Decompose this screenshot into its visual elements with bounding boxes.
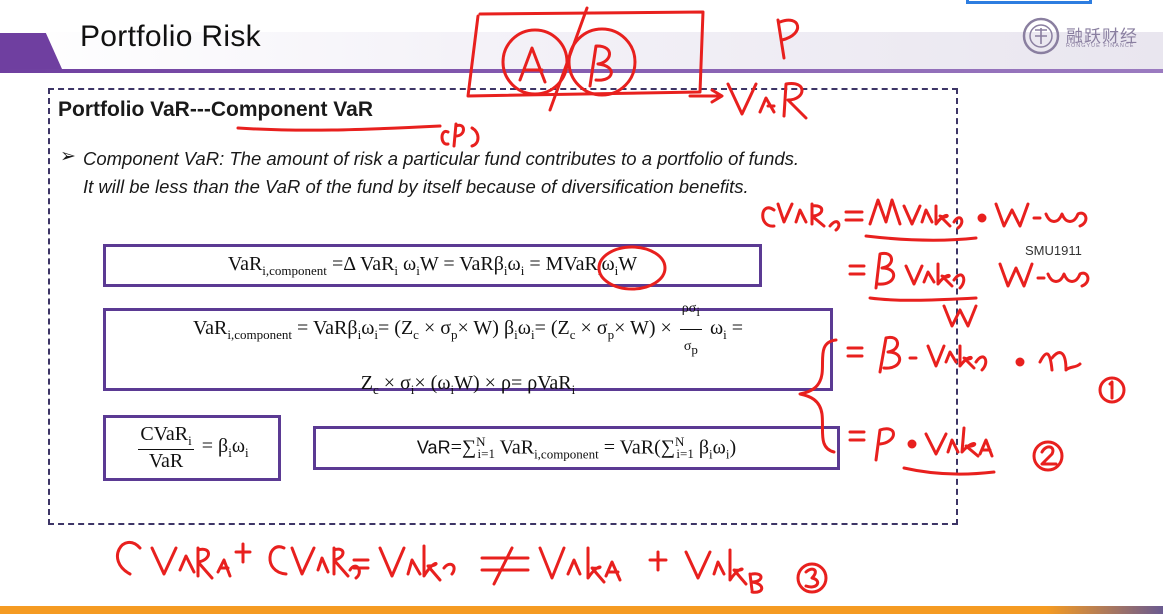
annotation-circle-mvar xyxy=(597,245,667,291)
annotation-arrow xyxy=(688,88,724,104)
annotation-number-1-circle xyxy=(1098,376,1126,404)
formula-var-sum: VaR=∑Ni=1 VaRi,component = VaR(∑Ni=1 βiω… xyxy=(313,426,840,470)
logo-emblem-icon xyxy=(1022,17,1060,55)
header-bar: Portfolio Risk 融跃财经 RONGYUE FINANCE xyxy=(0,0,1163,73)
watermark: SMU1911 xyxy=(1025,243,1082,258)
annotation-rho-2 xyxy=(874,427,895,462)
formula-text-4: VaR=∑Ni=1 VaRi,component = VaR(∑Ni=1 βiω… xyxy=(416,433,737,462)
annotation-cvar-b xyxy=(268,545,361,580)
bottom-separator xyxy=(0,604,1163,606)
annotation-underline-mvar xyxy=(864,234,978,242)
annotation-dot-3 xyxy=(907,439,917,449)
annotation-not-equal xyxy=(480,546,530,586)
formula-text-2b: Zc × σi× (ωiW) × ρ= ρVaRi xyxy=(360,372,576,398)
annotation-w-wa xyxy=(994,202,1088,228)
annotation-number-3-circle xyxy=(796,562,828,594)
formula-text-1: VaRi,component =Δ VaRi ωiW = VaRβiωi = M… xyxy=(227,252,638,278)
annotation-var xyxy=(726,82,808,120)
formula-component-var: VaRi,component =Δ VaRi ωiW = VaRβiωi = M… xyxy=(103,244,762,287)
annotation-var-a-3 xyxy=(538,546,622,584)
annotation-brace xyxy=(798,338,838,454)
annotation-number-2 xyxy=(1040,445,1058,466)
annotation-var-a-2 xyxy=(924,426,994,458)
annotation-equals-5 xyxy=(352,558,370,570)
annotation-var-b xyxy=(684,548,764,594)
annotation-omega-a xyxy=(1038,351,1082,372)
annotation-equals-3 xyxy=(846,346,864,358)
annotation-circle-b xyxy=(567,27,637,97)
content-frame xyxy=(48,88,958,525)
section-title: Portfolio VaR---Component VaR xyxy=(58,98,373,121)
annotation-w-denominator xyxy=(942,304,978,328)
brand-logo: 融跃财经 RONGYUE FINANCE xyxy=(1020,16,1155,56)
annotation-w-wa-2 xyxy=(998,262,1090,288)
annotation-dot-2 xyxy=(1015,357,1025,367)
annotation-fraction-line xyxy=(868,296,978,302)
header-divider xyxy=(0,69,1163,73)
logo-subtitle: RONGYUE FINANCE xyxy=(1066,43,1135,49)
description: Component VaR: The amount of risk a part… xyxy=(83,145,953,201)
annotation-number-2-circle xyxy=(1032,440,1064,472)
annotation-circle-a xyxy=(501,28,569,96)
annotation-plus-2 xyxy=(648,550,668,572)
annotation-cvar-a xyxy=(116,540,232,580)
formula-component-var-expanded: VaRi,component = VaRβiωi= (Zc × σp× W) β… xyxy=(103,301,833,397)
annotation-letter-a xyxy=(518,46,547,84)
annotation-number-1 xyxy=(1108,380,1114,400)
header-band xyxy=(0,32,1163,70)
selection-marker xyxy=(966,0,1092,4)
annotation-beta-varp xyxy=(874,251,966,290)
formula-text-2a: VaRi,component = VaRβiωi= (Zc × σp× W) β… xyxy=(193,292,743,367)
description-line-1: Component VaR: The amount of risk a part… xyxy=(83,148,800,169)
page-title: Portfolio Risk xyxy=(80,20,261,53)
bullet-arrow-icon: ➢ xyxy=(60,146,76,167)
annotation-equals-2 xyxy=(848,264,866,276)
annotation-box xyxy=(466,10,705,98)
annotation-plus xyxy=(234,542,252,564)
annotation-underline-title xyxy=(236,124,442,132)
annotation-beta-varp-2 xyxy=(878,335,988,374)
annotation-underline-2 xyxy=(902,466,996,476)
annotation-paren-p xyxy=(440,122,480,148)
annotation-mvar-a xyxy=(868,198,964,230)
annotation-letter-b xyxy=(588,44,613,88)
annotation-equals-4 xyxy=(848,430,866,442)
bottom-bar xyxy=(0,604,1163,614)
annotation-dot-1 xyxy=(977,213,987,223)
annotation-var-p xyxy=(378,544,456,582)
annotation-equals-1 xyxy=(844,210,864,222)
annotation-rho xyxy=(776,18,800,60)
annotation-number-3 xyxy=(804,567,820,589)
annotation-cvar xyxy=(761,202,841,232)
logo-name: 融跃财经 xyxy=(1066,27,1138,47)
description-line-2: It will be less than the VaR of the fund… xyxy=(83,176,749,197)
